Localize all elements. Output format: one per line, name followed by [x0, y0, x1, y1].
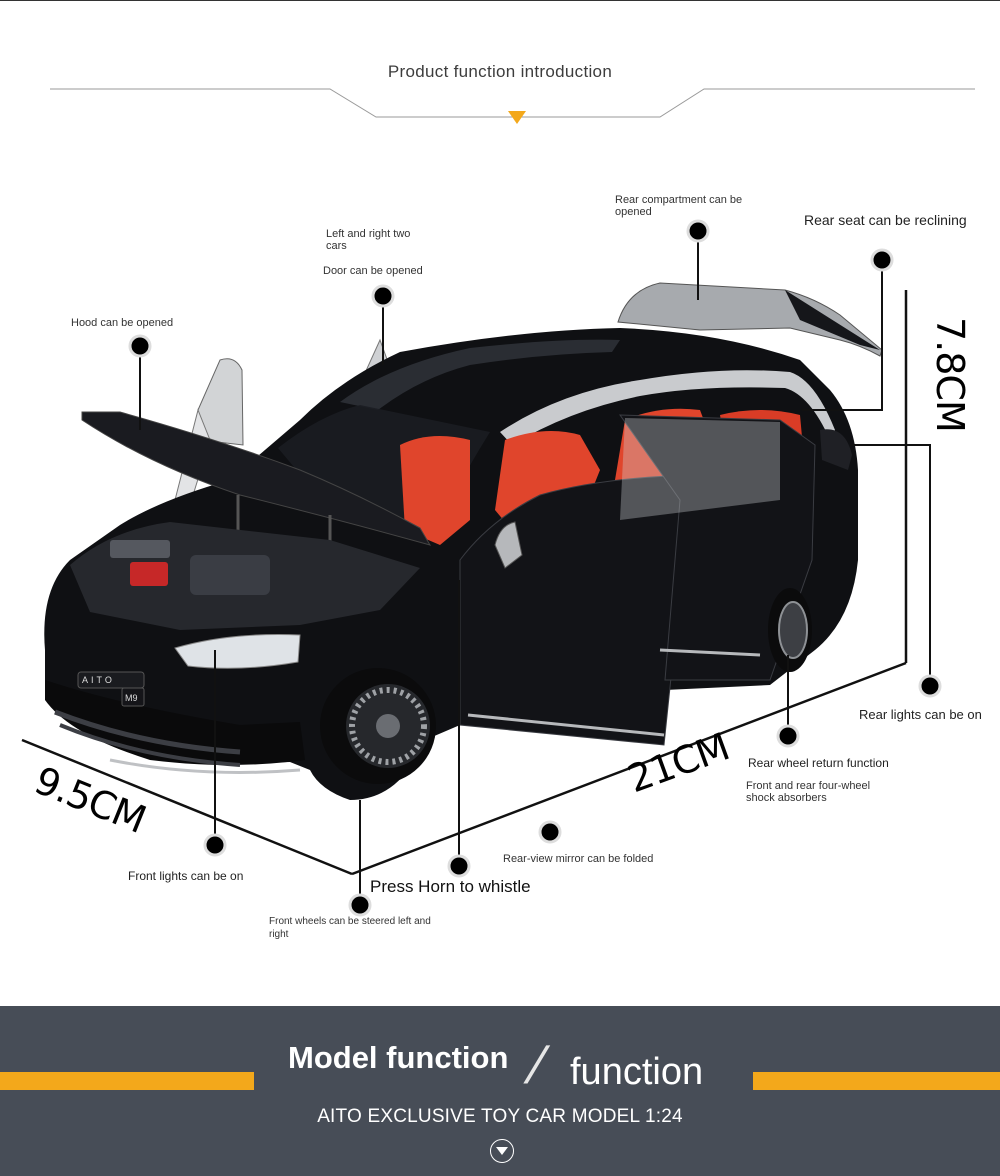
footer-subtitle: function [570, 1051, 704, 1093]
callout-horn: Press Horn to whistle [370, 877, 531, 896]
callout-doors-line2: cars [326, 240, 347, 252]
callout-front-lights: Front lights can be on [128, 869, 244, 883]
callout-shock-line2: shock absorbers [746, 792, 827, 804]
footer-banner: Model function / function AITO EXCLUSIVE… [0, 1006, 1000, 1176]
callout-leaders [139, 231, 931, 905]
toy-car-illustration [44, 282, 883, 800]
scroll-down-icon[interactable] [490, 1139, 514, 1163]
callout-door-open: Door can be opened [323, 265, 423, 277]
hood [81, 411, 432, 546]
side-mirror [494, 521, 523, 569]
footer-title: Model function [288, 1040, 509, 1075]
callout-rear-compartment-line2: opened [615, 206, 652, 218]
dimension-height: 7.8CM [928, 317, 972, 432]
tailgate [617, 282, 883, 357]
footer-model-name: AITO EXCLUSIVE TOY CAR MODEL 1:24 [317, 1106, 683, 1127]
callout-hood: Hood can be opened [71, 317, 174, 329]
callout-rear-compartment-line1: Rear compartment can be [615, 194, 743, 206]
footer-slash-divider: / [519, 1037, 553, 1095]
callout-dots [128, 219, 942, 917]
callout-front-wheels-line2: right [269, 929, 289, 940]
callout-rear-wheel: Rear wheel return function [748, 756, 889, 770]
top-border-line [0, 0, 1000, 1]
callout-rear-seat: Rear seat can be reclining [804, 212, 967, 228]
callout-rear-lights: Rear lights can be on [859, 707, 982, 722]
car-plate: M9 [125, 693, 138, 703]
dimension-lines [21, 290, 908, 876]
callout-doors-line1: Left and right two [326, 228, 411, 240]
interior-seat [400, 436, 470, 545]
section-title: Product function introduction [387, 62, 613, 81]
roof-trim [500, 370, 835, 445]
grille-badge [77, 671, 145, 689]
header-arrow-icon [508, 111, 526, 124]
product-diagram [21, 88, 975, 917]
footer-accent-bar-left [0, 1072, 254, 1090]
callout-front-wheels-line1: Front wheels can be steered left and [269, 916, 431, 927]
car-badge: AITO [82, 675, 115, 685]
callout-mirror: Rear-view mirror can be folded [503, 853, 654, 865]
callout-shock-line1: Front and rear four-wheel [746, 780, 871, 792]
footer-accent-bar-right [753, 1072, 1000, 1090]
